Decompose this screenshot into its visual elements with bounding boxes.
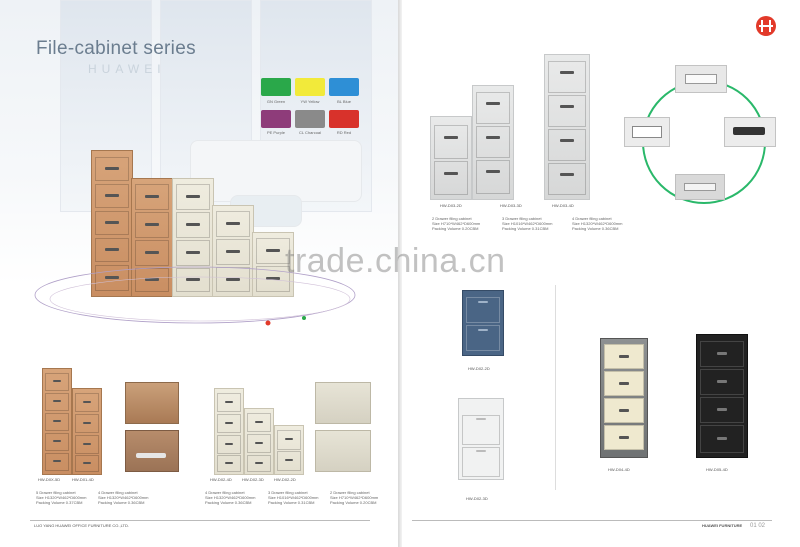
footer-rule bbox=[30, 520, 370, 521]
model-label: HW-D01-4D bbox=[72, 477, 94, 482]
cabinet-image bbox=[131, 178, 173, 297]
product-desc: 4 Drawer filing cabinet Size H1320*W462*… bbox=[98, 490, 149, 505]
page-gutter bbox=[398, 0, 402, 547]
cabinet-image bbox=[274, 425, 304, 475]
handle-sample-image bbox=[675, 174, 725, 200]
footer-rule bbox=[412, 520, 772, 521]
model-label: HW-D0X-5D bbox=[38, 477, 61, 482]
swatch-charcoal bbox=[295, 110, 325, 128]
page-numbers: 01 02 bbox=[750, 523, 766, 529]
model-label: HW-D02-3D bbox=[466, 496, 488, 501]
orbit-decoration bbox=[34, 266, 356, 326]
handle-sample-image bbox=[624, 117, 670, 147]
sofa-image bbox=[190, 140, 362, 202]
model-label: HW-D03-3D bbox=[500, 203, 522, 208]
model-label: HW-D02-4D bbox=[210, 477, 232, 482]
model-label: HW-D03-2D bbox=[440, 203, 462, 208]
handle-detail-image bbox=[125, 430, 179, 472]
cabinet-image bbox=[458, 398, 504, 480]
model-label: HW-D02-3D bbox=[242, 477, 264, 482]
cabinet-image bbox=[212, 205, 254, 297]
cabinet-image bbox=[430, 116, 472, 200]
drawer-detail-image bbox=[125, 382, 179, 424]
cabinet-image bbox=[544, 54, 590, 200]
product-desc: 3 Drawer filing cabinet Size H1016*W462*… bbox=[502, 216, 553, 231]
swatch-label: RD Red bbox=[336, 130, 352, 135]
product-desc: 4 Drawer filing cabinet Size H1320*W462*… bbox=[572, 216, 623, 231]
brand-logo-icon bbox=[756, 16, 776, 36]
model-label: HW-D04-4D bbox=[608, 467, 630, 472]
swatch-purple bbox=[261, 110, 291, 128]
model-label: HW-D02-2D bbox=[468, 366, 490, 371]
footer-company: LUO YANG HUAWEI OFFICE FURNITURE CO.,LTD… bbox=[34, 523, 129, 528]
page-title: File-cabinet series bbox=[36, 38, 196, 59]
swatch-label: PE Purple bbox=[266, 130, 285, 135]
drawer-detail-image bbox=[315, 382, 371, 424]
model-label: HW-D03-4D bbox=[552, 203, 574, 208]
product-desc: 2 Drawer filing cabinet Size H710*W462*D… bbox=[330, 490, 379, 505]
swatch-label: BL Blue bbox=[337, 99, 351, 104]
right-page: HW-D03-2D HW-D03-3D HW-D03-4D 2 Drawer f… bbox=[402, 0, 800, 547]
cabinet-image bbox=[42, 368, 72, 475]
cabinet-image bbox=[244, 408, 274, 475]
swatch-label: GN Green bbox=[266, 99, 286, 104]
handle-sample-image bbox=[724, 117, 776, 147]
product-desc: 3 Drawer filing cabinet Size H1016*W462*… bbox=[268, 490, 319, 505]
swatch-label: YW Yellow bbox=[300, 99, 320, 104]
handle-sample-image bbox=[675, 65, 727, 93]
product-desc: 2 Drawer filing cabinet Size H710*W462*D… bbox=[432, 216, 481, 231]
cabinet-image bbox=[214, 388, 244, 475]
model-label: HW-D02-2D bbox=[274, 477, 296, 482]
cabinet-image bbox=[72, 388, 102, 475]
section-divider bbox=[555, 285, 556, 490]
product-desc: 5 Drawer filing cabinet Size H1320*W462*… bbox=[36, 490, 87, 505]
model-label: HW-D05-4D bbox=[706, 467, 728, 472]
swatch-label: CL Charcoal bbox=[298, 130, 322, 135]
left-page: File-cabinet series HUAWEI GN Green YW Y… bbox=[0, 0, 398, 547]
cabinet-image bbox=[252, 232, 294, 297]
swatch-blue bbox=[329, 78, 359, 96]
swatch-red bbox=[329, 110, 359, 128]
footer-brand: HUAWEI FURNITURE bbox=[702, 523, 743, 528]
page-subtitle: HUAWEI bbox=[88, 62, 166, 76]
product-desc: 4 Drawer filing cabinet Size H1320*W462*… bbox=[205, 490, 256, 505]
drawer-detail-image bbox=[315, 430, 371, 472]
cabinet-image bbox=[462, 290, 504, 356]
room-background bbox=[0, 0, 398, 285]
watermark: trade.china.cn bbox=[285, 242, 506, 280]
cabinet-image bbox=[472, 85, 514, 200]
cabinet-image bbox=[696, 334, 748, 458]
cabinet-image bbox=[600, 338, 648, 458]
swatch-green bbox=[261, 78, 291, 96]
swatch-yellow bbox=[295, 78, 325, 96]
cabinet-image bbox=[91, 150, 133, 297]
